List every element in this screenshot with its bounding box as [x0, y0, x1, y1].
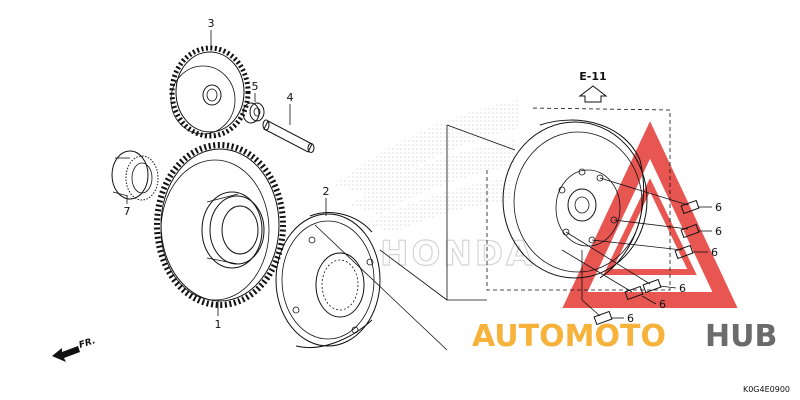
part-label-7: 7 — [124, 205, 131, 218]
reduction-gear-shaft — [262, 119, 315, 153]
starter-reduction-gear — [169, 45, 251, 139]
brand-text-secondary: HUB — [705, 319, 777, 354]
starter-driven-gear — [154, 142, 286, 308]
part-label-3: 3 — [208, 17, 215, 30]
part-label-6: 6 — [627, 312, 634, 325]
brand-text-primary: AUTOMOTO — [472, 319, 666, 354]
diagram-code: K0G4E0900 — [743, 385, 790, 394]
flange-bolt — [680, 223, 700, 239]
flange-bolt — [674, 244, 694, 260]
up-arrow-icon — [578, 85, 608, 103]
part-label-6: 6 — [711, 246, 718, 259]
part-label-1: 1 — [215, 318, 222, 331]
flange-bolts — [593, 199, 700, 326]
reference-label: E-11 — [579, 70, 606, 83]
flange-bolt — [642, 278, 662, 294]
forward-arrow-icon — [52, 346, 80, 362]
honda-watermark: HONDA — [335, 100, 535, 275]
flywheel — [502, 119, 648, 279]
part-label-6: 6 — [679, 282, 686, 295]
collar — [242, 102, 265, 124]
starter-clutch — [275, 212, 381, 349]
part-label-4: 4 — [287, 91, 294, 104]
flange-bolt — [680, 199, 700, 215]
direction-label: FR. — [78, 336, 97, 351]
flange-bolt — [593, 310, 613, 326]
brand-triangle — [562, 121, 738, 308]
leader-lines — [126, 30, 712, 319]
assembly-guides — [314, 107, 689, 351]
honda-watermark-text: HONDA — [380, 234, 535, 274]
part-label-6: 6 — [659, 298, 666, 311]
part-label-6: 6 — [715, 201, 722, 214]
needle-bearing — [111, 150, 159, 201]
direction-indicator: FR. — [52, 336, 97, 362]
part-label-6: 6 — [715, 225, 722, 238]
part-label-5: 5 — [252, 80, 259, 93]
part-label-2: 2 — [323, 185, 330, 198]
